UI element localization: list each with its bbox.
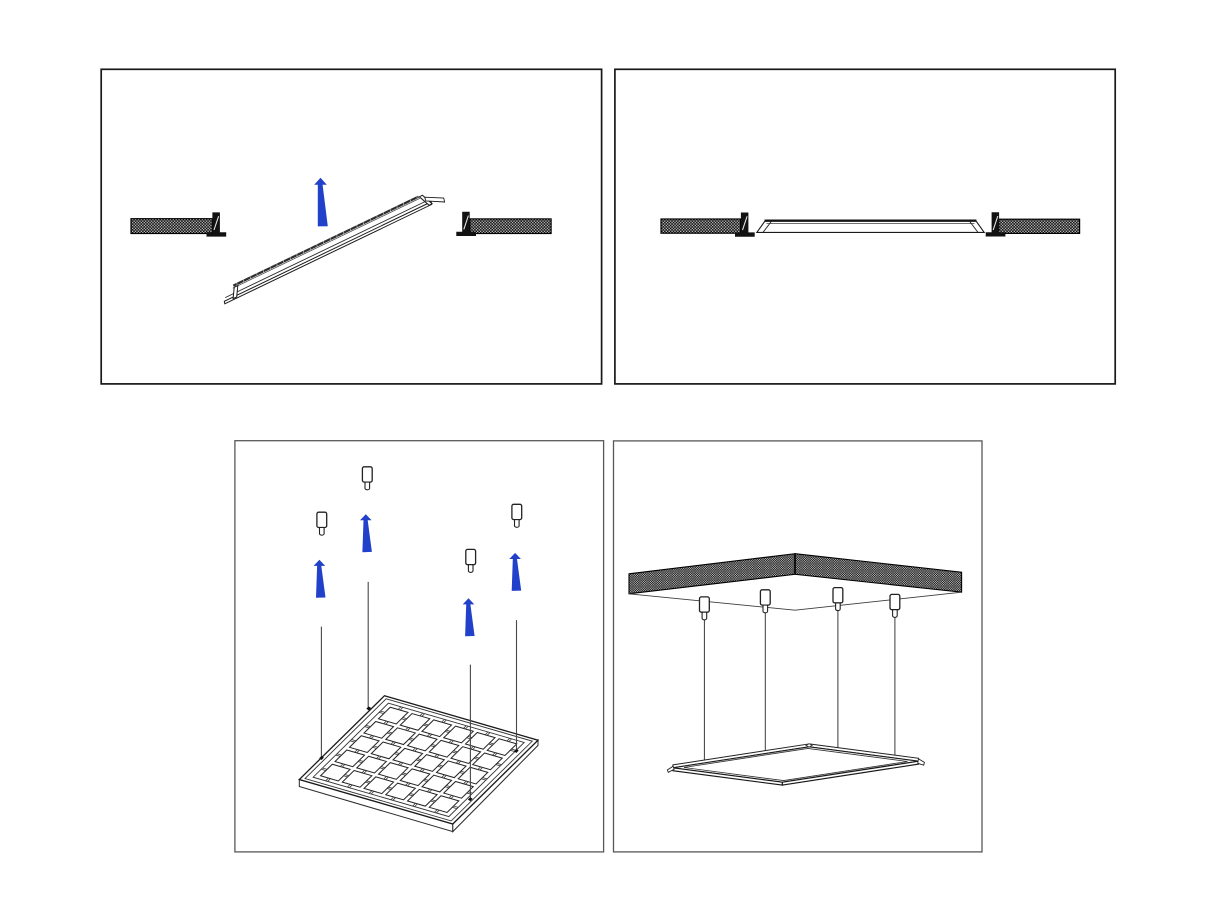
- slab-face-right: [794, 553, 963, 593]
- stud-3: [832, 586, 844, 612]
- slab-face-left: [628, 553, 796, 595]
- panel-left-flange: [232, 284, 239, 300]
- arrow-top: [360, 514, 372, 553]
- lift-up-arrow: [314, 177, 328, 227]
- figure-frame: [100, 68, 603, 385]
- stud-middle: [465, 548, 477, 574]
- figure-recessed-insert: [100, 68, 603, 385]
- ceiling-tile-left: [660, 218, 742, 234]
- stud-top: [361, 466, 373, 491]
- suspension-wires: [703, 610, 896, 760]
- slab-bottom-face: [628, 591, 962, 611]
- grille-outer-frame: [299, 696, 538, 824]
- ceiling-tile-left: [130, 218, 214, 235]
- figure-suspended: [612, 440, 983, 853]
- arrow-right: [509, 552, 522, 591]
- grille-edge-ticks: [236, 195, 418, 286]
- led-panel-seated: [755, 219, 986, 233]
- figure-frame: [612, 440, 983, 853]
- ceiling-tile-right: [469, 218, 552, 235]
- grille-plate-edge: [313, 703, 524, 816]
- panel-bevel-left: [762, 221, 772, 233]
- stud-right: [511, 503, 523, 528]
- suspended-led-panel: [666, 743, 925, 786]
- figure-frame: [234, 440, 605, 853]
- suspension-wires: [320, 581, 518, 799]
- figure-recessed-seated: [614, 68, 1117, 385]
- stud-left: [316, 511, 328, 536]
- ceiling-slab: [628, 553, 963, 611]
- stud-4: [889, 593, 901, 619]
- panel-body: [755, 220, 986, 233]
- screw-in-arrows: [313, 514, 522, 637]
- panel-right-end-cap: [424, 196, 446, 203]
- stud-2: [759, 589, 771, 614]
- grille-rim-line: [305, 699, 532, 821]
- panel-rim-inner-line: [683, 747, 908, 782]
- panel-front-edge-right: [781, 760, 920, 786]
- grille-cells: [321, 707, 517, 812]
- figure-frame: [614, 68, 1117, 385]
- figure-suspension-studs: [234, 440, 605, 853]
- panel-top-face: [672, 746, 919, 783]
- ceiling-tile-right: [998, 218, 1081, 234]
- panel-corner-wedge-right: [917, 758, 925, 766]
- arrow-left: [313, 559, 326, 598]
- arrow-middle: [462, 598, 475, 637]
- led-panel-tilted: [223, 194, 446, 305]
- suspension-studs: [316, 466, 523, 574]
- panel-edge-bottom-band: [223, 201, 433, 305]
- stud-1: [698, 596, 710, 621]
- panel-corner-wedge-left: [666, 765, 675, 774]
- panel-grille-underline: [232, 197, 421, 289]
- panel-bevel-right: [969, 221, 979, 233]
- panel-grille-edge-band: [232, 195, 419, 287]
- panel-edge-mid-line: [225, 200, 428, 299]
- grille-cell-tabs: [313, 703, 524, 816]
- grille-panel-back: [299, 696, 538, 832]
- panel-corner-notch-back: [805, 743, 814, 748]
